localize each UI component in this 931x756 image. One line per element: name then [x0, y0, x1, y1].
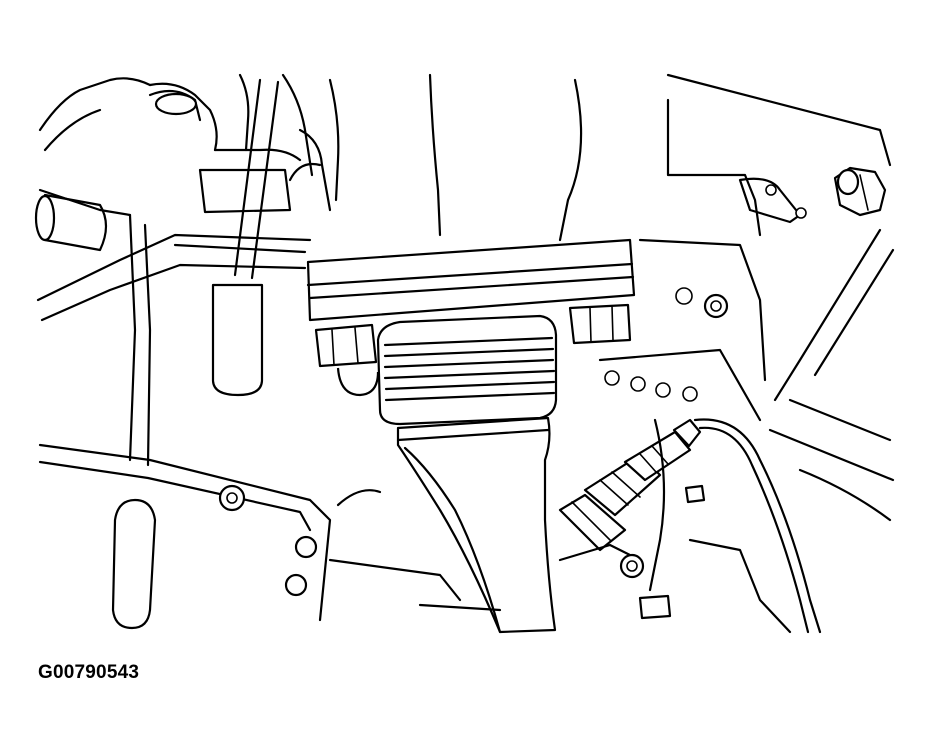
- lower-bolts: [619, 484, 706, 620]
- hose-stub: [34, 193, 108, 252]
- lower-structure: [328, 418, 792, 634]
- flex-pipe-bellows: [376, 314, 558, 426]
- right-edge-structure: [768, 228, 895, 522]
- upper-pipes: [173, 128, 332, 254]
- upper-right-nut: [833, 166, 887, 217]
- flange-bolt-left: [314, 323, 380, 397]
- flange-bolt-right: [568, 303, 632, 345]
- exhaust-flange-line-drawing: [34, 73, 895, 634]
- exhaust-pipe: [396, 416, 557, 634]
- sensor-wire: [693, 418, 822, 634]
- exhaust-flange: [306, 238, 636, 322]
- stud-nut-right: [703, 293, 729, 319]
- figure-id-label: G00790543: [38, 662, 140, 683]
- oil-pan-cover: [38, 443, 332, 630]
- oxygen-sensor: [558, 418, 702, 552]
- right-housing: [558, 73, 892, 422]
- engine-block-background: [36, 73, 442, 467]
- dipstick-tube: [148, 78, 280, 397]
